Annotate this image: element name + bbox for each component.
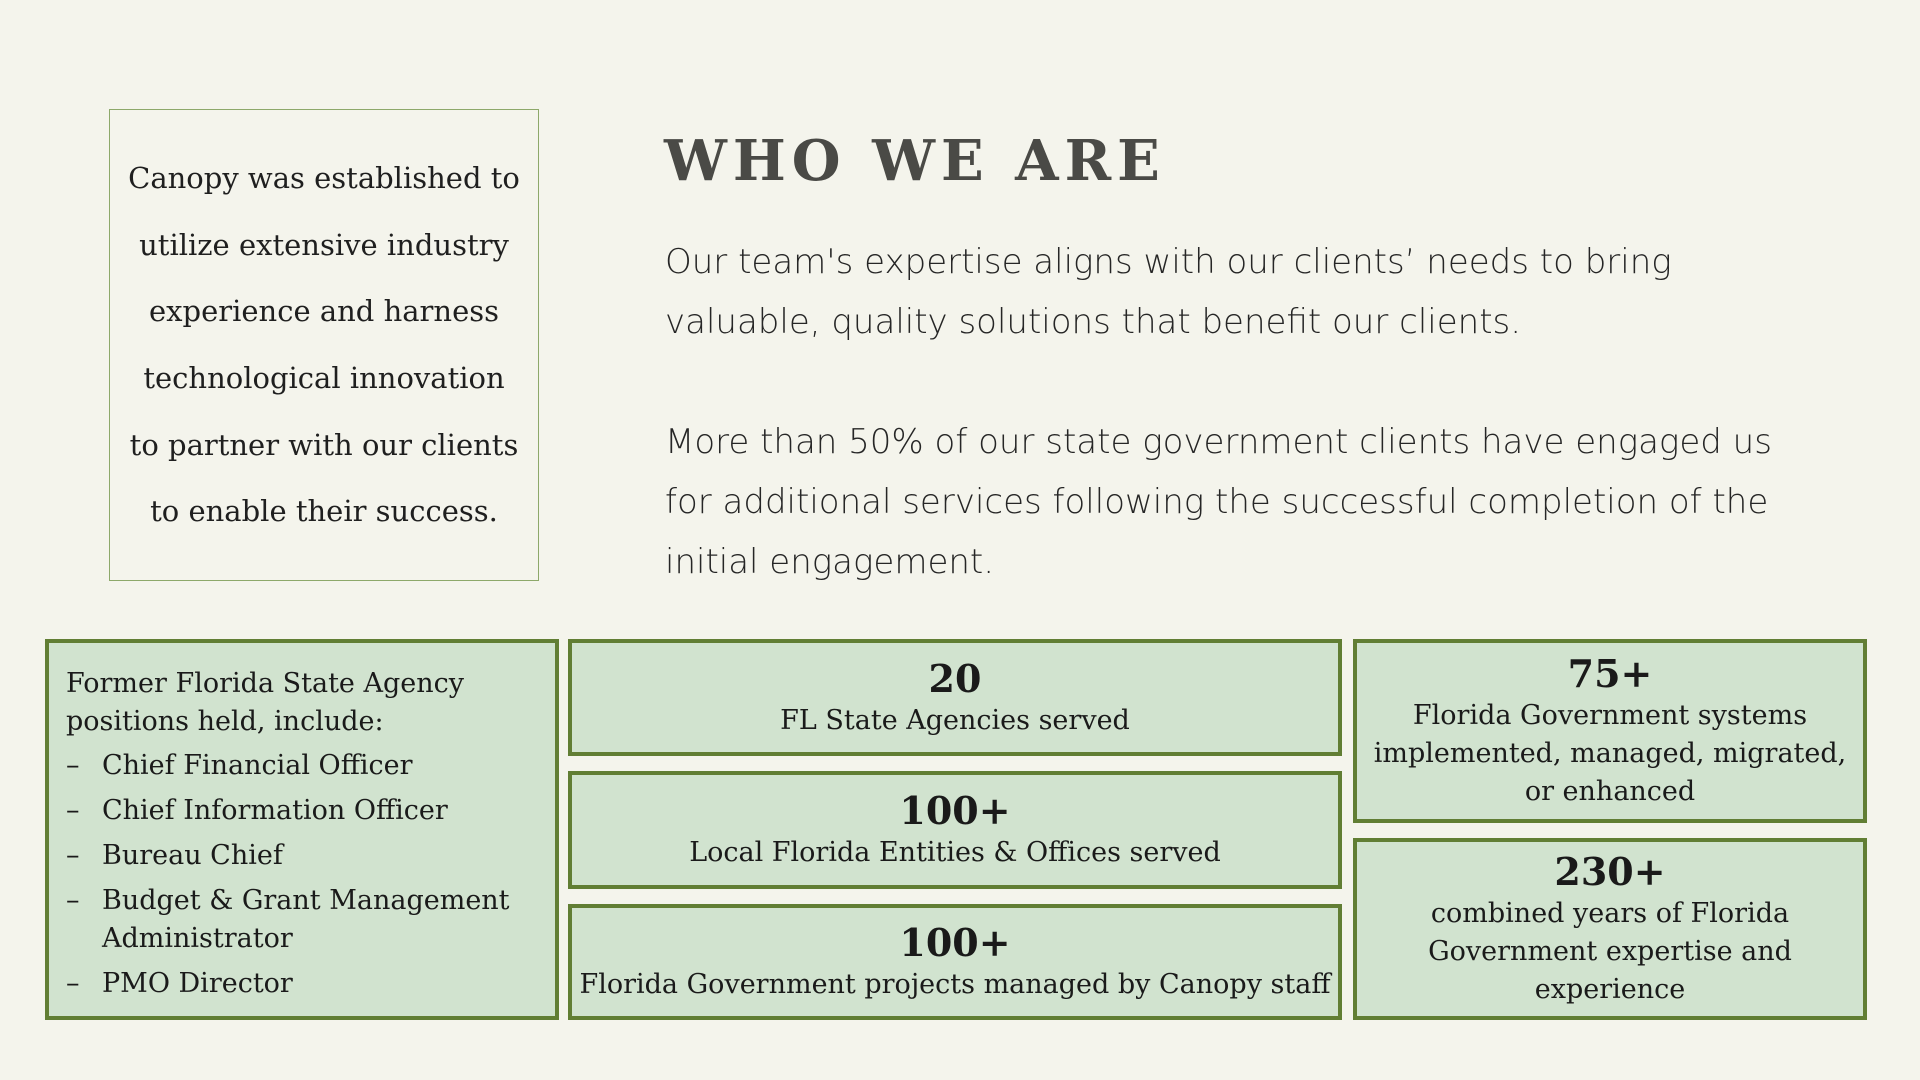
position-item: Chief Financial Officer [66,747,539,785]
stat-number: 230+ [1554,849,1666,894]
stat-card-projects: 100+ Florida Government projects managed… [568,904,1342,1020]
stat-number: 100+ [899,920,1011,965]
expertise-paragraph: Our team's expertise aligns with our cli… [665,242,1672,342]
position-item: Bureau Chief [66,837,539,875]
stat-number: 20 [928,655,982,701]
stat-card-local-entities: 100+ Local Florida Entities & Offices se… [568,771,1342,889]
stat-label: Local Florida Entities & Offices served [689,837,1221,868]
repeat-clients-paragraph: More than 50% of our state government cl… [665,422,1772,582]
stat-number: 100+ [899,788,1011,833]
stat-label: FL State Agencies served [780,704,1130,736]
former-positions-card: Former Florida State Agency positions he… [45,639,559,1020]
position-item: Budget & Grant Management Administrator [66,882,539,958]
former-positions-list: Chief Financial Officer Chief Informatio… [66,747,539,1003]
stat-card-years: 230+ combined years of Florida Governmen… [1353,838,1867,1020]
position-item: PMO Director [66,965,539,1003]
stat-label: Florida Government projects managed by C… [579,969,1331,1000]
stat-label: Florida Government systems implemented, … [1373,700,1847,807]
stat-number: 75+ [1567,651,1653,696]
section-title: WHO WE ARE [664,128,1166,194]
stat-card-systems: 75+ Florida Government systems implement… [1353,639,1867,823]
former-positions-intro: Former Florida State Agency positions he… [66,668,464,737]
mission-quote-text: Canopy was established to utilize extens… [128,161,520,529]
mission-quote-box: Canopy was established to utilize extens… [109,109,539,581]
stat-card-agencies: 20 FL State Agencies served [568,639,1342,756]
stat-label: combined years of Florida Government exp… [1428,898,1792,1005]
position-item: Chief Information Officer [66,792,539,830]
